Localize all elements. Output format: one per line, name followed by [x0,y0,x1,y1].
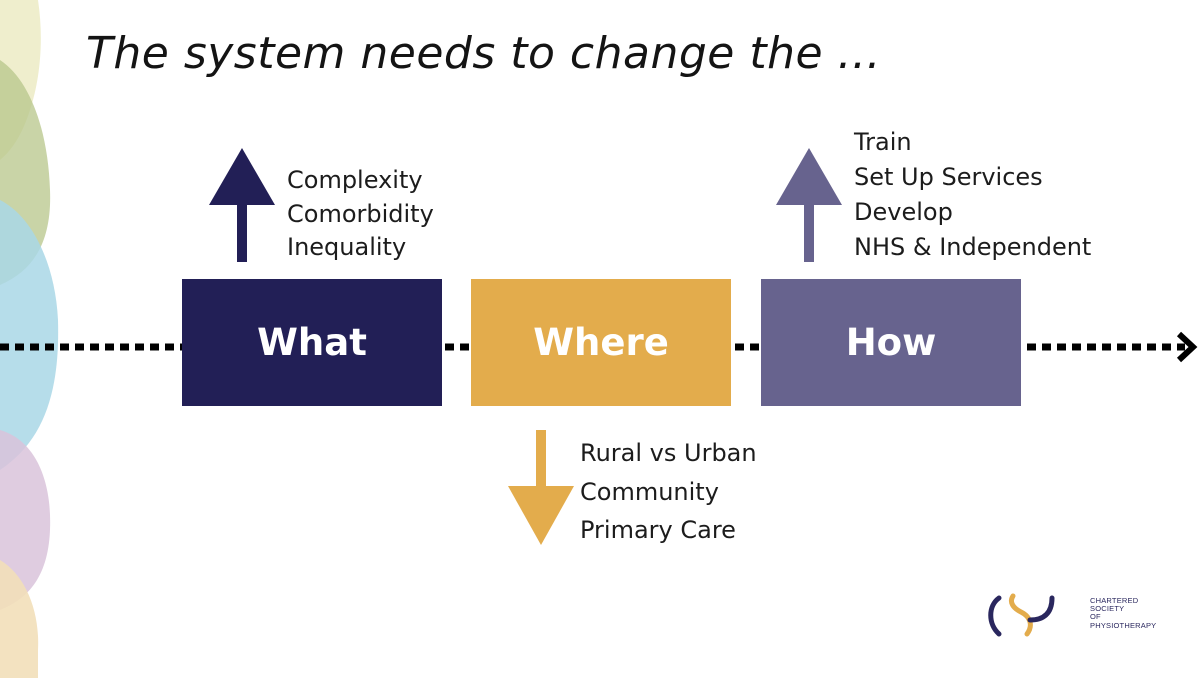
list-item: NHS & Independent [854,233,1092,261]
where-box: Where [471,279,731,406]
where-items: Rural vs Urban Community Primary Care [580,434,757,550]
list-item: Train [854,128,912,156]
logo-line: PHYSIOTHERAPY [1090,620,1157,630]
list-item: Complexity [287,166,423,194]
list-item: Comorbidity [287,199,434,228]
logo-line: CHARTERED [1090,596,1139,605]
what-box: What [182,279,442,406]
list-item: Set Up Services [854,163,1043,191]
how-box: How [761,279,1021,406]
list-item: Rural vs Urban [580,439,757,467]
logo-line: SOCIETY [1090,604,1125,614]
where-label: Where [533,321,669,364]
where-down-arrow-icon [508,430,574,545]
csp-logo-icon [988,593,1055,637]
what-label: What [257,321,367,364]
how-items: Train Set Up Services Develop NHS & Inde… [854,125,1091,265]
decorative-blobs [0,0,59,678]
csp-logo-text: CHARTERED SOCIETY OF PHYSIOTHERAPY [1090,596,1157,630]
list-item: Primary Care [580,516,736,544]
how-up-arrow-icon [776,148,842,262]
list-item: Community [580,477,719,506]
what-up-arrow-icon [209,148,275,262]
logo-line: OF [1090,612,1101,622]
what-items: Complexity Comorbidity Inequality [287,164,434,265]
slide-title: The system needs to change the ... [86,28,881,79]
list-item: Inequality [287,233,407,261]
timeline-arrow [0,331,1198,363]
list-item: Develop [854,198,953,226]
how-label: How [845,321,937,364]
